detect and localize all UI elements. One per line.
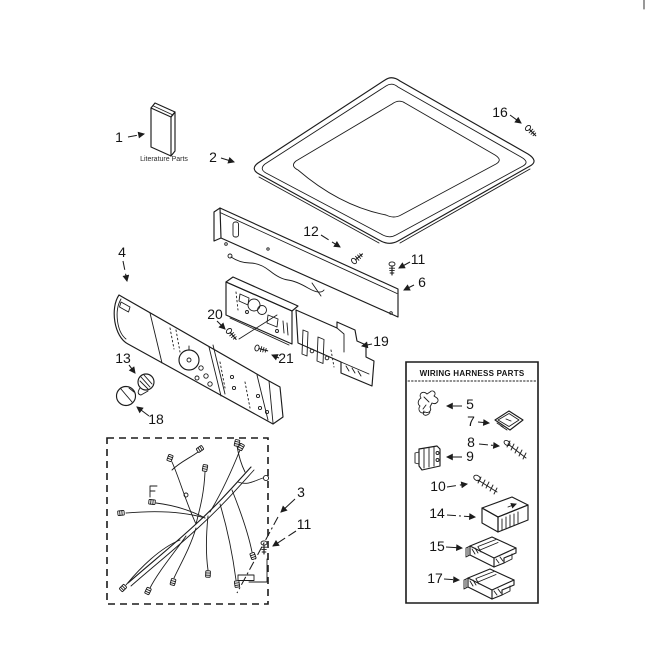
callout-5: 5 (466, 396, 474, 412)
callout-12: 12 (303, 223, 319, 239)
part-14-block (482, 497, 528, 532)
callout-11-top: 11 (411, 251, 426, 267)
screw-20 (224, 326, 239, 342)
top-panel (254, 78, 534, 244)
part-5-clip (418, 391, 438, 415)
mount-bracket-line (249, 559, 267, 582)
console-bracket-19 (296, 310, 374, 386)
callout-6: 6 (418, 274, 426, 290)
literature-caption: Literature Parts (140, 156, 188, 163)
callout-7: 7 (467, 413, 475, 429)
part-15-connector (465, 536, 517, 568)
rear-bracket (214, 208, 398, 317)
screw-21 (253, 343, 269, 355)
callout-20: 20 (207, 306, 223, 322)
callout-18: 18 (148, 411, 164, 427)
callout-14: 14 (429, 505, 445, 521)
callout-21: 21 (278, 350, 294, 366)
literature-booklet (151, 103, 175, 156)
callout-9: 9 (466, 448, 474, 464)
callout-4: 4 (118, 244, 126, 260)
part-8-splice (503, 439, 526, 459)
callout-11-bottom: 11 (297, 516, 312, 532)
mount-clip (238, 575, 254, 581)
wire-harness (117, 438, 269, 596)
harness-wire-under-bracket (228, 254, 324, 296)
callout-2: 2 (209, 149, 217, 165)
part-7-terminal (495, 411, 523, 430)
knob-18 (117, 387, 136, 406)
callout-19: 19 (373, 333, 389, 349)
callout-8: 8 (467, 434, 475, 450)
callout-17: 17 (427, 570, 443, 586)
callout-10: 10 (430, 478, 446, 494)
callout-15: 15 (429, 538, 445, 554)
harness-dashed-box (107, 438, 268, 604)
part-9-connector (415, 446, 440, 470)
console-panel (114, 295, 283, 424)
part-10-plug (473, 474, 497, 494)
lens-13 (138, 374, 154, 395)
harness-box-title: WIRING HARNESS PARTS (420, 369, 525, 378)
screw-11-top (388, 261, 396, 276)
callout-16: 16 (492, 104, 508, 120)
screw-16 (523, 123, 539, 139)
callout-1: 1 (115, 129, 123, 145)
control-board (226, 277, 298, 345)
part-17-connector (463, 568, 515, 600)
screw-12 (349, 251, 365, 266)
callout-13: 13 (115, 350, 131, 366)
callout-3: 3 (297, 484, 305, 500)
console-dial (179, 350, 199, 370)
harness-parts-box (406, 362, 538, 603)
